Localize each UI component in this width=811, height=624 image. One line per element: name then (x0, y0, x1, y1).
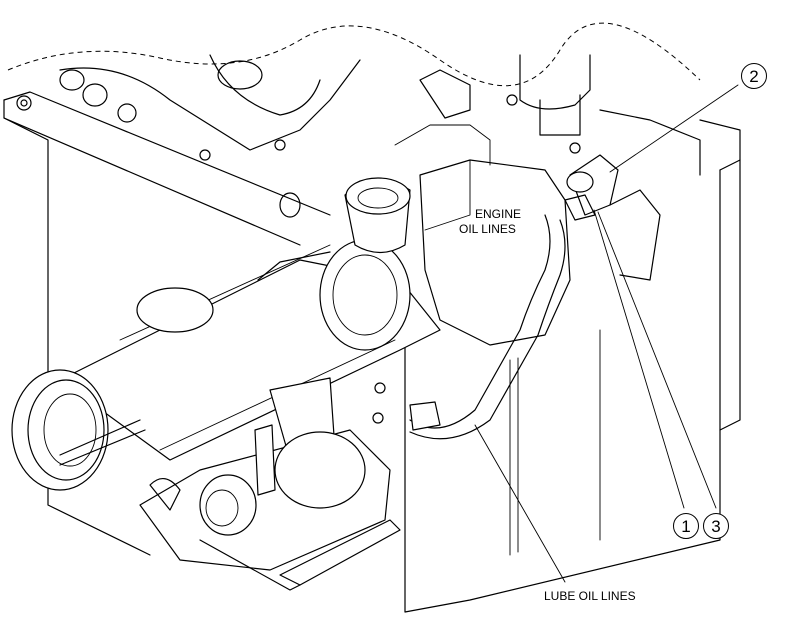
upper-flange (136, 287, 214, 333)
block-right-flange (719, 159, 741, 431)
upper-bracket (419, 69, 471, 119)
block-left-edge (3, 99, 151, 556)
top-pipe-neck (539, 94, 581, 136)
block-top-rail (3, 91, 331, 216)
pump-stem (254, 424, 276, 496)
top-cap (209, 54, 321, 116)
callout-2: 2 (741, 63, 767, 89)
leader-1 (593, 209, 685, 509)
motor-end (199, 474, 257, 536)
end-flange-inner (43, 393, 97, 467)
lube-oil-tube-outer (409, 219, 566, 440)
top-pipe (519, 54, 591, 110)
leader-lube (474, 424, 566, 583)
right-housing (609, 189, 661, 281)
break-line (7, 22, 701, 87)
block-right-side (404, 169, 721, 613)
oil-fitting (569, 154, 619, 216)
fitting-elbow (564, 194, 596, 221)
port-3 (117, 103, 137, 123)
end-flange-mid (27, 379, 105, 481)
top-boss (217, 60, 263, 90)
callout-1: 1 (673, 513, 699, 539)
engine-oil-label-line2: OIL LINES (459, 222, 516, 236)
motor-end-cap (205, 489, 239, 527)
lube-oil-tube (409, 214, 551, 429)
filler-cap (345, 177, 411, 215)
callout-3: 3 (703, 513, 729, 539)
upper-housing (59, 59, 361, 151)
pipe-elbow-inner (332, 254, 398, 336)
oil-pump-housing (419, 159, 571, 346)
leader-2 (609, 84, 739, 173)
tube-clamp (409, 401, 441, 431)
shaft (59, 419, 146, 466)
upper-right-housing (599, 109, 701, 176)
port-2 (82, 83, 108, 107)
port-1 (59, 69, 85, 91)
engine-oil-label-line1: ENGINE (475, 207, 522, 221)
leader-3 (597, 211, 717, 509)
upper-right-edge (699, 119, 741, 161)
pump-face-edge (424, 159, 471, 231)
pump-body (274, 431, 366, 509)
lower-skid (279, 519, 401, 586)
skid-edge (199, 539, 301, 591)
pipe-elbow (319, 239, 411, 351)
block-rail-lower (3, 117, 301, 246)
port-4 (279, 192, 301, 218)
block-seam (509, 357, 519, 556)
oil-fitting-nut (566, 171, 594, 193)
filler-cap-inner (357, 187, 399, 209)
pump-top-flange (394, 124, 491, 166)
motor-nose (149, 478, 181, 511)
pipe-clamp (257, 251, 331, 281)
lube-oil-label: LUBE OIL LINES (544, 589, 636, 603)
